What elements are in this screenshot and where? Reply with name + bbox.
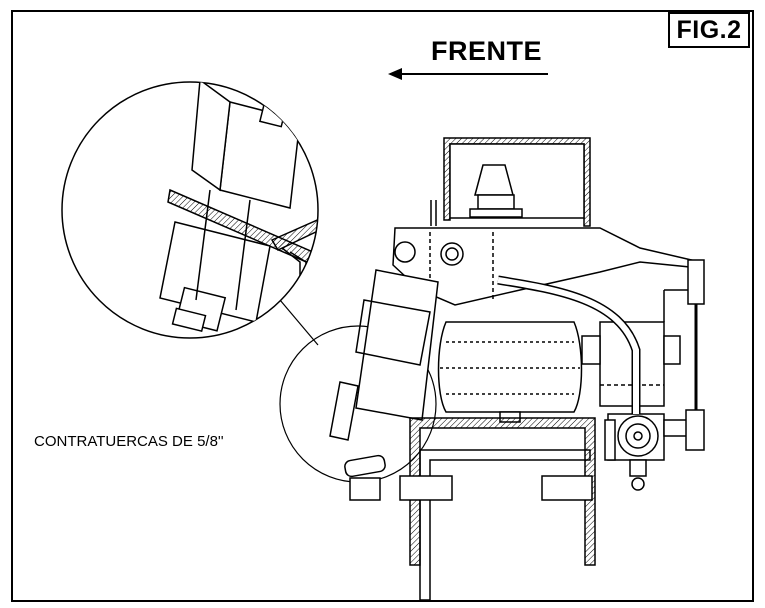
front-direction-label: FRENTE [431, 36, 542, 66]
figure-label: FIG.2 [668, 12, 750, 48]
locknut-callout-label: CONTRATUERCAS DE 5/8'' [34, 433, 224, 450]
front-arrow [388, 68, 548, 80]
suspension-assembly [329, 137, 705, 601]
detail-view [61, 81, 319, 339]
drawing-frame [11, 10, 754, 602]
detail-leader-line [279, 299, 319, 346]
